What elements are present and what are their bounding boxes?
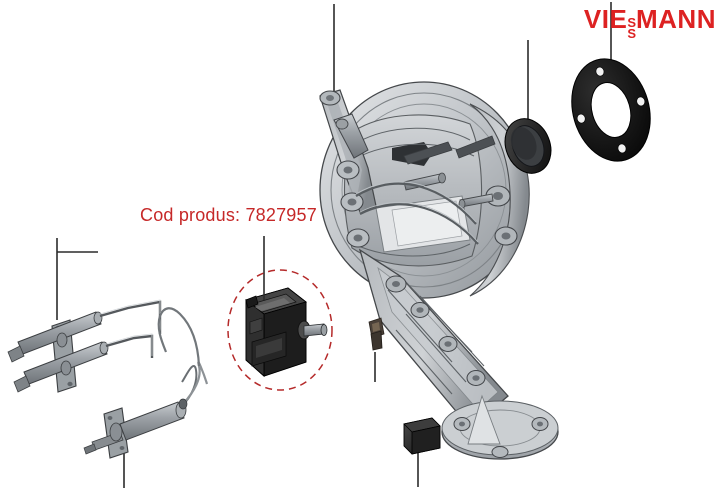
actuator-cover-hilite bbox=[255, 298, 290, 311]
plug-right-face bbox=[411, 425, 441, 455]
ionisation-ceramic-body bbox=[119, 401, 185, 441]
ionisation-collar bbox=[109, 422, 123, 442]
small-bracket-clip bbox=[368, 317, 385, 351]
connector-plug bbox=[403, 417, 441, 455]
ionisation-plate-holes bbox=[107, 416, 125, 450]
gasket-bolt-holes bbox=[576, 66, 646, 154]
housing-tension-rods bbox=[355, 182, 479, 245]
housing-base-cone bbox=[467, 394, 501, 445]
ring-gasket bbox=[571, 58, 651, 162]
housing-pivot-bosses bbox=[336, 160, 370, 248]
housing-recess-inner bbox=[391, 200, 463, 247]
insulator-1-tip bbox=[7, 345, 25, 363]
part-code-label: Cod produs: 7827957 bbox=[140, 205, 317, 225]
brand-s-lower: S bbox=[627, 25, 636, 41]
bracket-lower-tab bbox=[370, 330, 383, 351]
oval-seal-ring bbox=[504, 118, 552, 174]
hinge-top-hole bbox=[326, 95, 334, 101]
servo-actuator-motor bbox=[245, 236, 328, 378]
bracket-highlight bbox=[372, 322, 380, 332]
ignition-electrode-assembly bbox=[7, 299, 162, 393]
insulator-2-tip bbox=[13, 375, 31, 393]
brand-text-part1: VIE bbox=[583, 4, 628, 34]
actuator-mount-lug bbox=[245, 295, 259, 309]
part-highlight-ellipse bbox=[227, 269, 333, 391]
electrode-collars bbox=[56, 332, 72, 376]
housing-duct-ribs bbox=[387, 279, 485, 395]
brand-text-part2: MANN bbox=[636, 4, 716, 34]
actuator-vent bbox=[249, 317, 263, 335]
ionisation-cable-loop bbox=[157, 307, 201, 367]
gasket-center-hole bbox=[590, 82, 632, 138]
housing-base-bolts bbox=[453, 417, 549, 458]
ionisation-electrode bbox=[83, 307, 209, 459]
housing-right-bosses bbox=[485, 185, 518, 246]
seal-inner-shade bbox=[510, 127, 537, 160]
leader-line-group bbox=[56, 2, 612, 488]
ionisation-cable-boot bbox=[178, 398, 188, 410]
actuator-shaft-tip bbox=[320, 324, 328, 336]
brand-s-upper: S bbox=[627, 15, 636, 30]
housing-duct-bosses bbox=[385, 275, 486, 386]
electrode-wires bbox=[99, 300, 162, 358]
viessmann-logo: VIE S S MANN bbox=[584, 6, 716, 40]
housing-tension-rods-hilite bbox=[355, 181, 479, 243]
link-pivot-upper bbox=[335, 118, 349, 130]
brand-double-s: S S bbox=[627, 15, 636, 41]
actuator-lower-inset bbox=[256, 338, 282, 358]
ionisation-probe-tip bbox=[83, 443, 97, 455]
